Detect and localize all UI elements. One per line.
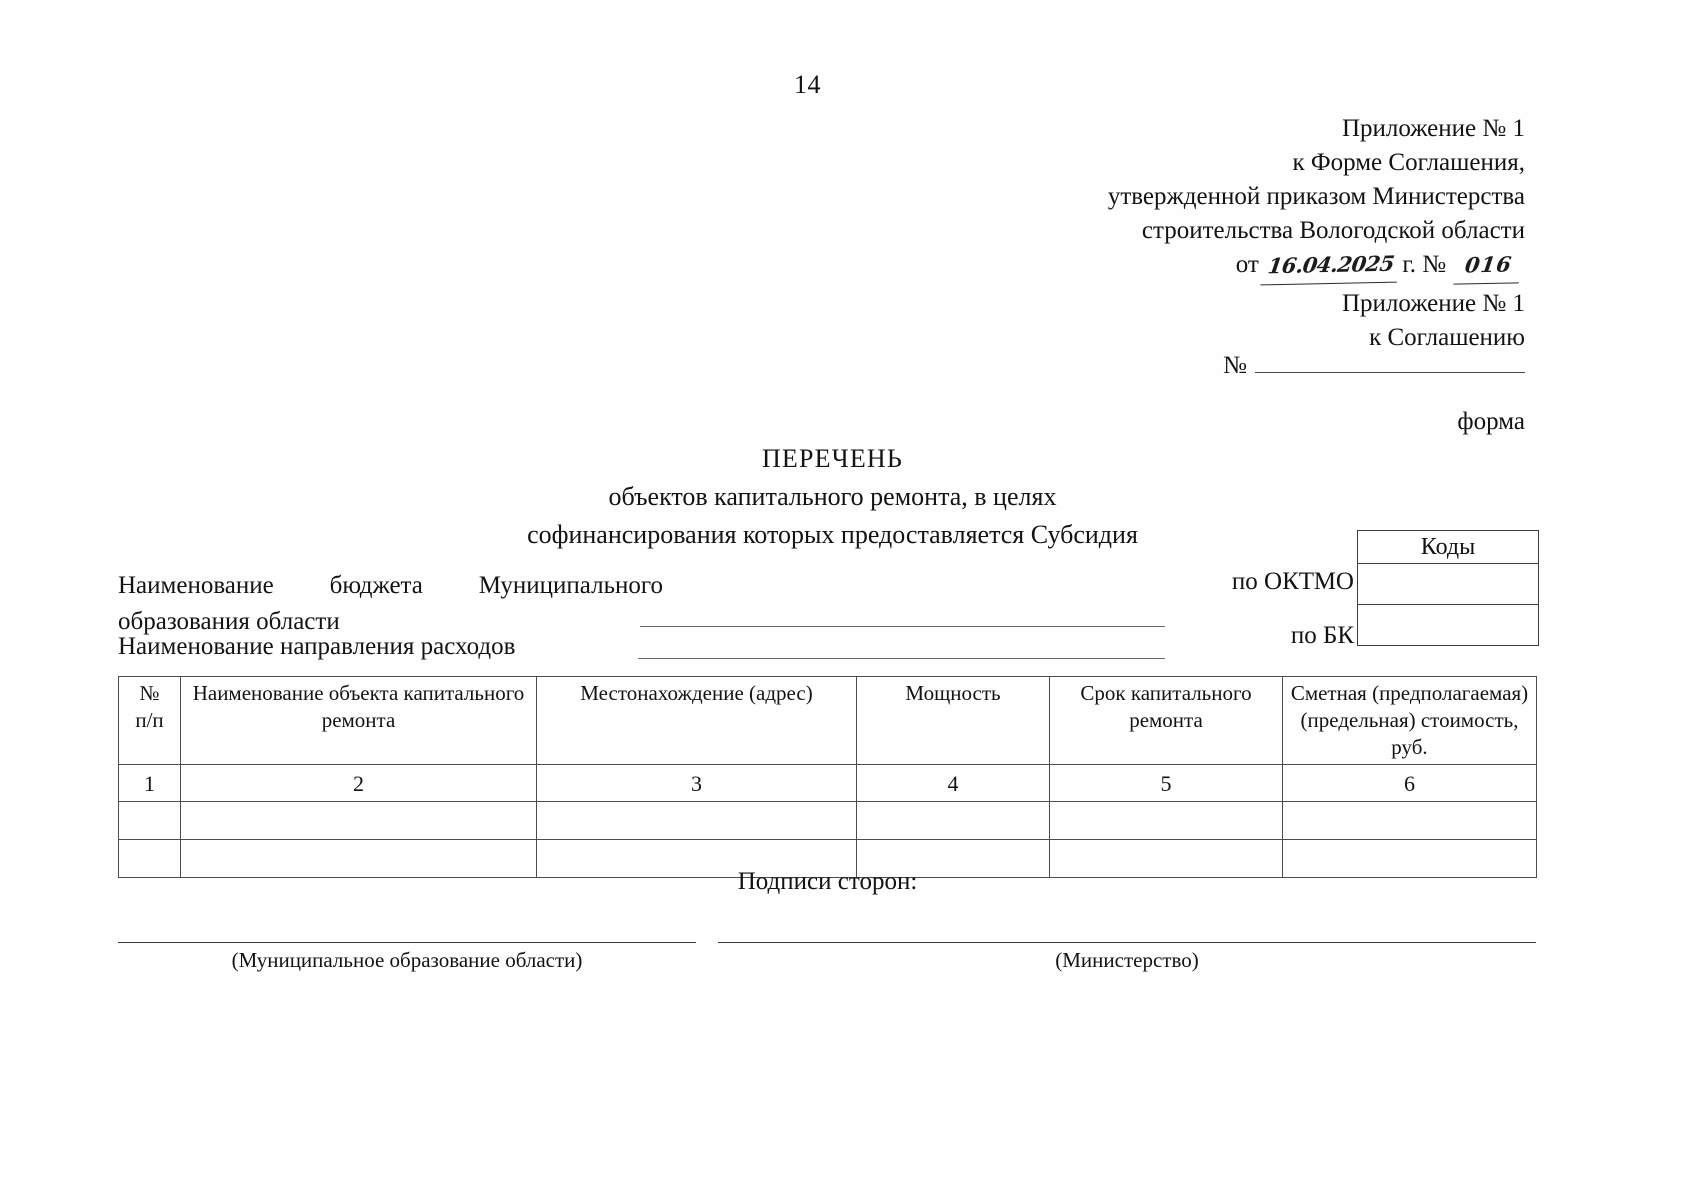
signature-line-ministry[interactable] [718, 920, 1536, 943]
title-subline-1: объектов капитального ремонта, в целях [608, 482, 1057, 511]
bk-label: по БК [1290, 622, 1354, 649]
budget-name-label-line-2: образования области [118, 608, 340, 635]
appendix-agreement-line-1: Приложение № 1 [1341, 290, 1525, 317]
appendix-form-line-4: строительства Вологодской области [1141, 217, 1525, 244]
codes-bk-value-cell[interactable] [1358, 605, 1538, 645]
codes-box: Коды [1357, 530, 1539, 646]
signature-line-municipality[interactable] [118, 920, 696, 943]
column-number-5: 5 [1049, 764, 1283, 802]
signature-caption-municipality: (Муниципальное образование области) [231, 948, 583, 972]
table-cell[interactable] [180, 839, 537, 878]
document-title-block: ПЕРЕЧЕНЬ объектов капитального ремонта, … [0, 440, 1695, 554]
capital-repair-objects-table: № п/п Наименование объекта капитального … [118, 676, 1537, 878]
table-column-number-row: 1 2 3 4 5 6 [118, 764, 1537, 802]
date-suffix: г. № [1402, 251, 1447, 278]
page-number-value: 14 [794, 70, 821, 99]
table-cell[interactable] [536, 801, 857, 840]
signatures-title-text: Подписи сторон: [737, 868, 918, 895]
appendix-agreement-line-2: к Соглашению [1369, 324, 1525, 351]
appendix-form-line-2: к Форме Соглашения, [1292, 149, 1525, 176]
table-cell[interactable] [1049, 839, 1283, 878]
header-estimated-cost-line-3: руб. [1391, 735, 1428, 759]
column-number-3: 3 [536, 764, 857, 802]
header-object-name-line-1: Наименование объекта капитального [192, 681, 525, 705]
column-number-2: 2 [180, 764, 537, 802]
table-cell[interactable] [856, 801, 1050, 840]
table-header-cell-number: № п/п [118, 676, 181, 765]
column-number-4: 4 [856, 764, 1050, 802]
appendix-form-line-3: утвержденной приказом Министерства [1107, 183, 1525, 210]
signature-slot-ministry: (Министерство) [718, 920, 1536, 973]
table-row[interactable] [118, 801, 1537, 840]
column-number-6: 6 [1282, 764, 1537, 802]
header-number-line-2: п/п [135, 708, 164, 732]
oktmo-label: по ОКТМО [1231, 568, 1354, 595]
header-capacity-line-1: Мощность [905, 681, 1001, 705]
budget-name-fill-line[interactable] [640, 626, 1165, 627]
handwritten-date: 16.04.2025 [1260, 246, 1402, 286]
handwritten-doc-number: 016 [1453, 247, 1524, 285]
page-number: 14 [0, 70, 1695, 100]
appendix-form-header: Приложение № 1 к Форме Соглашения, утвер… [825, 112, 1525, 286]
table-header-cell-estimated-cost: Сметная (предполагаемая) (предельная) ст… [1282, 676, 1537, 765]
appendix-form-line-1: Приложение № 1 [1341, 115, 1525, 142]
header-location-line-1: Местонахождение (адрес) [580, 681, 813, 705]
table-header-cell-object-name: Наименование объекта капитального ремонт… [180, 676, 537, 765]
table-header-cell-location: Местонахождение (адрес) [536, 676, 857, 765]
table-cell[interactable] [1282, 801, 1537, 840]
table-header-row: № п/п Наименование объекта капитального … [118, 676, 1537, 765]
table-header-cell-repair-term: Срок капитального ремонта [1049, 676, 1283, 765]
signatures-title: Подписи сторон: [0, 868, 1695, 896]
codes-oktmo-value-cell[interactable] [1358, 564, 1538, 605]
date-prefix: от [1235, 251, 1259, 278]
expense-direction-label: Наименование направления расходов [118, 633, 516, 660]
agreement-number-blank[interactable] [1255, 352, 1525, 373]
table-cell[interactable] [536, 839, 857, 878]
budget-name-label: Наименование бюджета Муниципального обра… [118, 568, 663, 640]
page-title: ПЕРЕЧЕНЬ [761, 444, 904, 473]
table-cell[interactable] [180, 801, 537, 840]
header-repair-term-line-2: ремонта [1129, 708, 1203, 732]
agreement-number-row: № [825, 352, 1525, 380]
title-subline-2: софинансирования которых предоставляется… [527, 520, 1138, 549]
header-repair-term-line-1: Срок капитального [1080, 681, 1252, 705]
expense-direction-fill-line[interactable] [638, 658, 1165, 659]
codes-box-title: Коды [1358, 531, 1538, 564]
table-cell[interactable] [1049, 801, 1283, 840]
appendix-agreement-header: Приложение № 1 к Соглашению [825, 287, 1525, 355]
table-cell[interactable] [856, 839, 1050, 878]
column-number-1: 1 [118, 764, 181, 802]
table-header-cell-capacity: Мощность [856, 676, 1050, 765]
table-row[interactable] [118, 839, 1537, 878]
header-number-line-1: № [139, 681, 160, 705]
header-estimated-cost-line-2: (предельная) стоимость, [1300, 708, 1519, 732]
header-object-name-line-2: ремонта [321, 708, 396, 732]
signature-caption-ministry: (Министерство) [1055, 948, 1199, 972]
agreement-number-label: № [1223, 352, 1247, 379]
appendix-form-date-line: от 16.04.2025 г. № 016 [825, 246, 1525, 286]
budget-name-label-line-1: Наименование бюджета Муниципального [118, 572, 663, 599]
signature-slot-municipality: (Муниципальное образование области) [118, 920, 696, 973]
forma-label: форма [1457, 408, 1525, 435]
table-cell[interactable] [118, 801, 181, 840]
header-estimated-cost-line-1: Сметная (предполагаемая) [1290, 681, 1529, 705]
table-cell[interactable] [1282, 839, 1537, 878]
